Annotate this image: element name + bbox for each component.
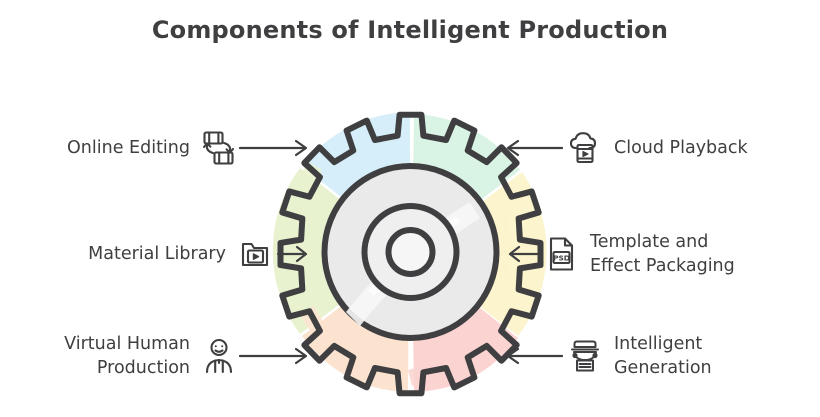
- psd-file-icon: PSD: [542, 234, 580, 274]
- gear-hub: [321, 163, 500, 341]
- item-material-library[interactable]: Material Library: [14, 218, 314, 290]
- label-cloud-playback: Cloud Playback: [614, 138, 748, 158]
- page-title: Components of Intelligent Production: [151, 16, 669, 44]
- item-template-and-effect-packaging[interactable]: PSD Template and Effect Packaging: [504, 218, 812, 290]
- arrow-online-editing: [238, 138, 314, 158]
- cloud-video-icon: [566, 128, 604, 168]
- gear-diagram: [268, 104, 553, 400]
- item-cloud-playback[interactable]: Cloud Playback: [504, 112, 812, 184]
- arrow-template-and-effect-packaging: [504, 244, 542, 264]
- folder-play-icon: [236, 234, 274, 274]
- arrow-material-library: [274, 244, 314, 264]
- arrow-virtual-human-production: [238, 346, 314, 366]
- label-virtual-human-production: Virtual Human Production: [64, 334, 190, 378]
- arrow-intelligent-generation: [504, 346, 566, 366]
- label-online-editing: Online Editing: [67, 138, 190, 158]
- label-intelligent-generation: Intelligent Generation: [614, 334, 712, 378]
- film-swap-icon: [200, 128, 238, 168]
- person-icon: [200, 336, 238, 376]
- label-template-and-effect-packaging: Template and Effect Packaging: [590, 232, 735, 276]
- arrow-cloud-playback: [504, 138, 566, 158]
- item-intelligent-generation[interactable]: Intelligent Generation: [504, 320, 812, 392]
- gear-outline: [277, 111, 544, 397]
- svg-text:PSD: PSD: [553, 253, 570, 262]
- label-material-library: Material Library: [88, 244, 226, 264]
- typewriter-icon: [566, 336, 604, 376]
- item-online-editing[interactable]: Online Editing: [14, 112, 314, 184]
- item-virtual-human-production[interactable]: Virtual Human Production: [14, 320, 314, 392]
